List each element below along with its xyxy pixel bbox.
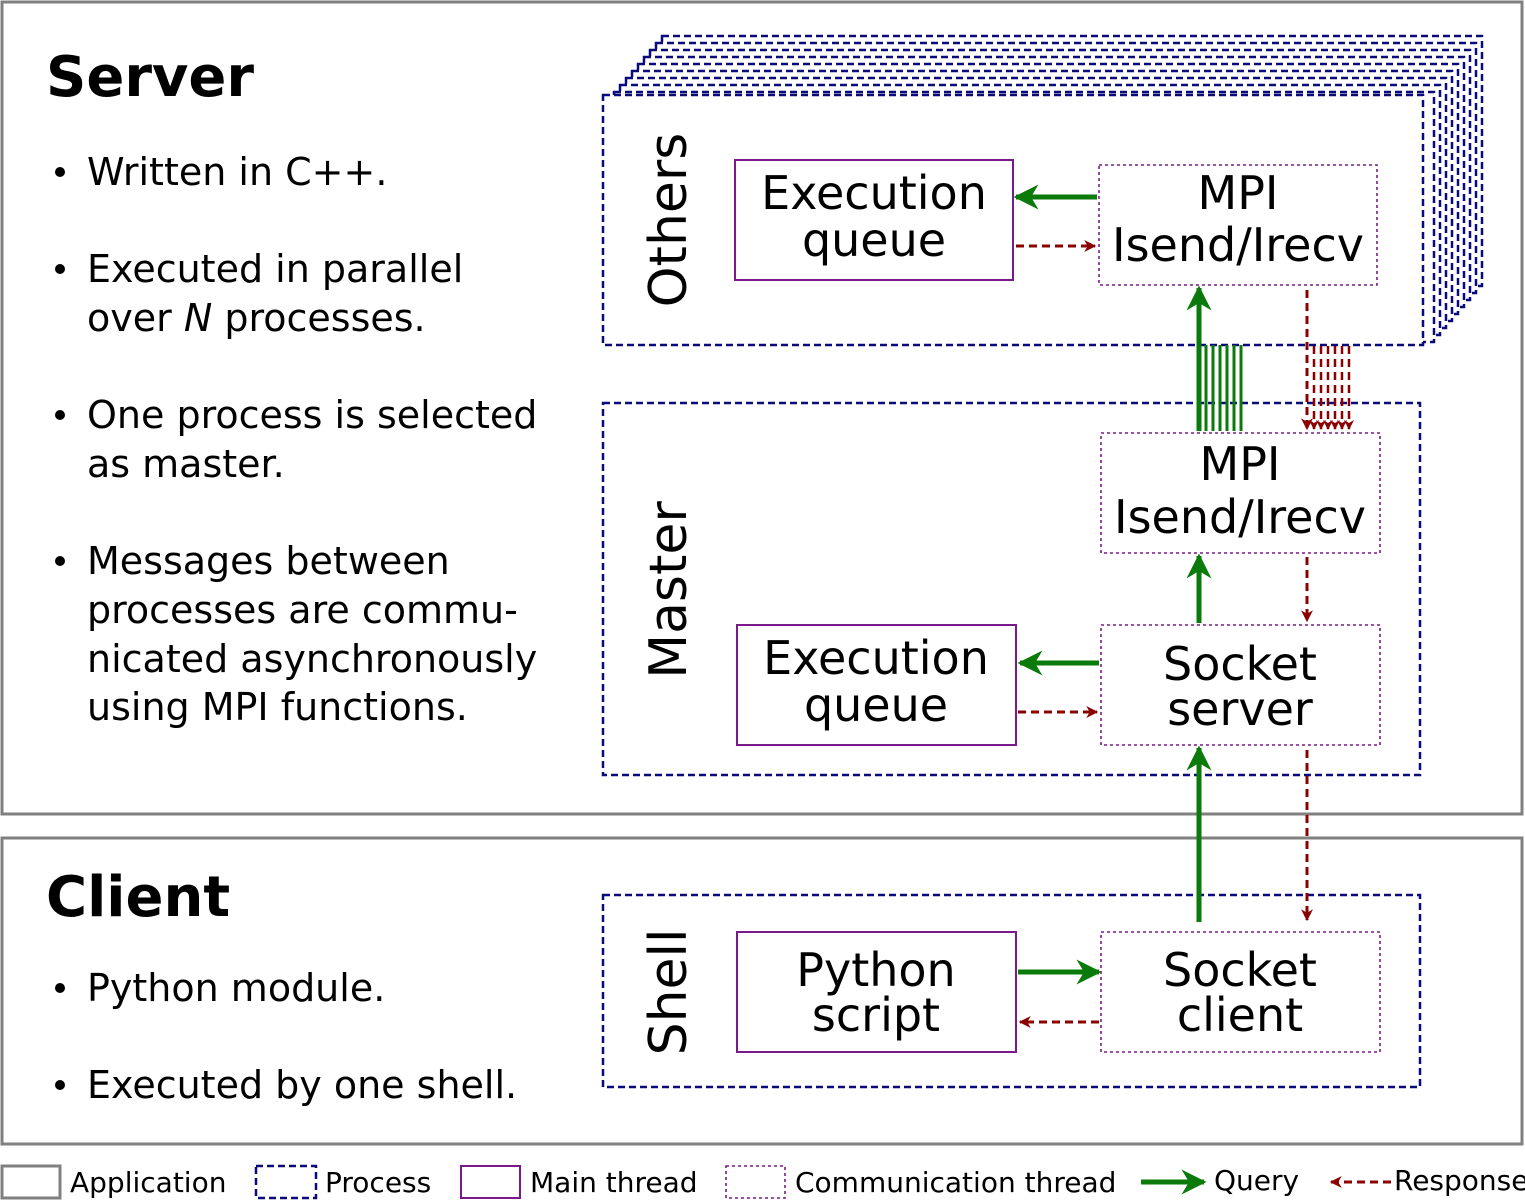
others-label: Others [639,133,699,308]
response-fanout-lines [1309,346,1354,430]
master-mpi-line-1: MPI [1200,437,1281,491]
bullet-dot [55,264,65,274]
master-mpi-line-2: Isend/Irecv [1114,490,1366,544]
bullet-dot [55,983,65,993]
server-bullet-4-line-2: processes are commu- [87,588,518,632]
others-execution-queue-box [734,159,1014,281]
others-execution-queue-line-2: queue [802,213,946,267]
server-bullet-2-line-2: over N processes. [87,296,426,340]
server-bullet-4-line-4: using MPI functions. [87,685,468,729]
server-title: Server [46,45,254,110]
legend-query-label: Query [1214,1164,1299,1197]
python-script-line-2: script [812,988,940,1042]
legend-communication-thread-swatch [725,1165,786,1199]
others-mpi-line-1: MPI [1198,166,1279,220]
query-fanout-lines [1204,345,1243,431]
server-bullet-2-line-2-text: over N processes. [87,296,426,340]
bullet-dot [55,556,65,566]
client-title: Client [46,865,230,930]
legend: Application Process Main thread Communic… [0,1164,1525,1200]
server-bullet-4-line-1: Messages between [87,539,450,583]
master-label: Master [639,501,699,679]
bullet-dot [55,1080,65,1090]
shell-label: Shell [639,929,699,1056]
bullet-dot [55,410,65,420]
master-execution-queue-line-1: Execution [763,631,989,685]
others-mpi-box [1098,164,1378,286]
legend-application-swatch [0,1164,62,1200]
legend-process-label: Process [325,1166,431,1199]
legend-communication-thread-label: Communication thread [795,1166,1116,1199]
legend-main-thread-swatch [460,1165,521,1199]
server-bullet-1-line-1: Written in C++. [87,150,387,194]
legend-main-thread-label: Main thread [530,1166,698,1199]
socket-client-line-1: Socket [1163,943,1317,997]
server-bullet-4-line-3: nicated asynchronously [87,637,537,681]
legend-response-label: Response [1394,1164,1525,1197]
legend-application-label: Application [70,1166,226,1199]
client-bullets: Python module. Executed by one shell. [55,966,517,1107]
socket-server-box [1100,624,1381,746]
server-bullets: Written in C++. Executed in parallel ove… [55,150,537,729]
python-script-box [736,931,1017,1053]
bullet-text-fragment: processes. [212,296,425,340]
legend-process-swatch [254,1164,318,1200]
master-mpi-box [1100,432,1381,554]
socket-client-line-2: client [1177,988,1303,1042]
server-bullet-3-line-1: One process is selected [87,393,537,437]
master-execution-queue-box [736,624,1017,746]
server-bullet-2-line-1: Executed in parallel [87,247,463,291]
others-execution-queue-line-1: Execution [761,166,987,220]
server-bullet-3-line-2: as master. [87,442,285,486]
python-script-line-1: Python [796,943,955,997]
client-bullet-1: Python module. [87,966,385,1010]
master-execution-queue-line-2: queue [804,678,948,732]
socket-server-line-1: Socket [1163,637,1317,691]
bullet-dot [55,167,65,177]
socket-server-line-2: server [1167,682,1313,736]
bullet-text-fragment: over [87,296,184,340]
process-count-variable: N [184,296,212,340]
socket-client-box [1100,931,1381,1053]
others-mpi-line-2: Isend/Irecv [1112,218,1364,272]
client-bullet-2: Executed by one shell. [87,1063,517,1107]
